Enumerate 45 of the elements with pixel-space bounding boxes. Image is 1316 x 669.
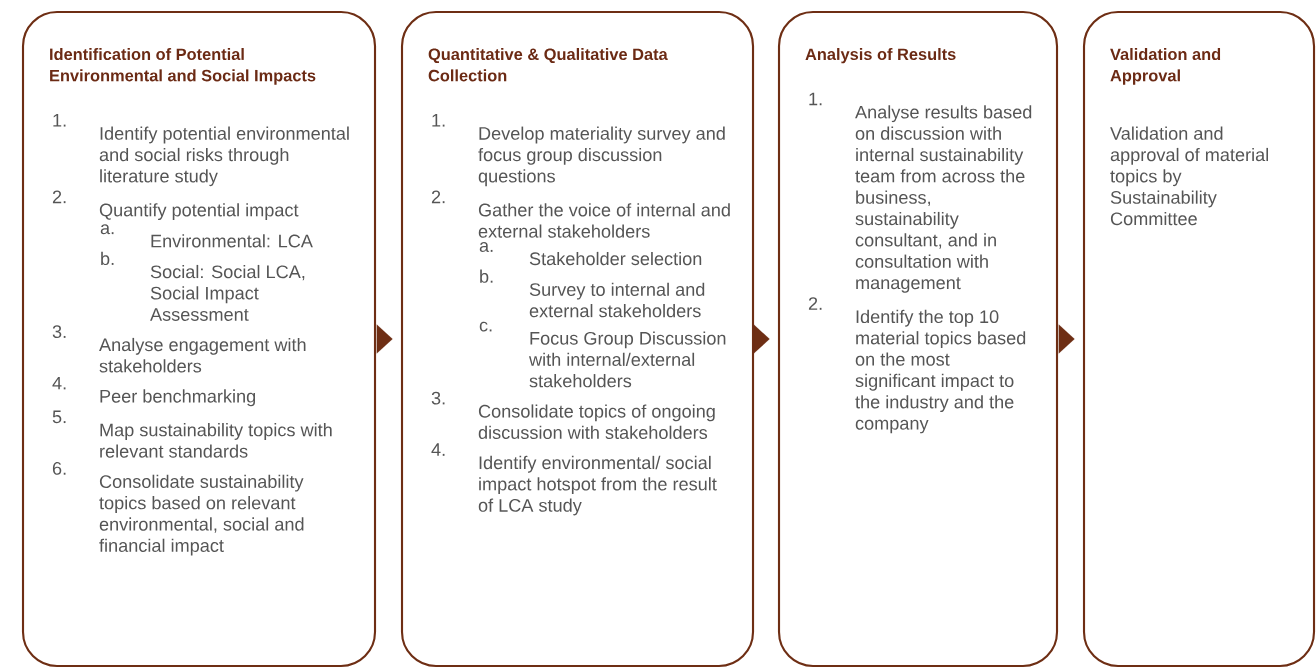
list-item: Peer benchmarking [100, 389, 256, 407]
step-heading: Quantitative & Qualitative Data Collection [428, 48, 668, 82]
list-item: Develop materiality survey and focus group discussion questions [478, 126, 725, 187]
arrow [753, 324, 770, 354]
list-number: b. [101, 251, 114, 266]
step-box [1082, 10, 1316, 668]
list-item: Identify potential environmental and social risks through literature study [99, 126, 349, 187]
step-box [400, 10, 755, 668]
list-number: 3. [52, 325, 66, 339]
step-heading: Identification of Potential Environmental and Social Impacts [50, 48, 316, 85]
list-item: Analyse engagement with stakeholders [99, 337, 306, 373]
list-item: Analyse results based on discussion with internal sustainability team from across the business, sustainability consultant, and in consultation with management [855, 105, 1032, 293]
list-number: 6. [52, 462, 66, 475]
list-number: 1. [53, 114, 66, 127]
list-number: 2. [431, 190, 445, 204]
step-box [21, 10, 377, 668]
list-number: 5. [52, 410, 66, 424]
list-item: Map sustainability topics with relevant standards [100, 423, 332, 458]
list-item: Stakeholder selection [529, 251, 702, 266]
arrow [1058, 324, 1075, 354]
list-number: 4. [52, 376, 66, 390]
list-item: Social: Social LCA, Social Impact Assessment [150, 264, 305, 321]
list-item: Consolidate sustainability topics based on relevant environmental, social and financial impact [99, 474, 304, 556]
list-item: Focus Group Discussion with internal/external stakeholders [529, 331, 726, 388]
step-box [777, 10, 1059, 668]
list-number: a. [479, 242, 493, 253]
list-item: Survey to internal and external stakeholders [529, 282, 705, 318]
list-item: Identify the top 10 material topics based on the most significant impact to the industry and the company [855, 309, 1026, 434]
list-number: a. [100, 224, 114, 235]
list-number: b. [480, 269, 493, 283]
list-item: Identify environmental/ social impact hotspot from the result of LCA study [478, 455, 717, 516]
list-number: 1. [809, 92, 822, 106]
list-item: Quantify potential impact [99, 203, 299, 221]
step-heading: Analysis of Results [805, 48, 956, 64]
list-number: 4. [431, 443, 445, 456]
list-number: 2. [808, 297, 822, 310]
list-item: Environmental: LCA [151, 234, 313, 248]
list-number: 1. [432, 114, 445, 127]
arrow [376, 324, 393, 354]
step-heading: Validation and Approval [1110, 48, 1221, 85]
list-item: Validation and approval of material topics by Sustainability Committee [1110, 126, 1268, 226]
list-number: c. [479, 321, 492, 332]
list-number: 3. [431, 391, 445, 405]
list-number: 2. [52, 190, 66, 204]
list-item: Consolidate topics of ongoing discussion with stakeholders [478, 404, 715, 439]
